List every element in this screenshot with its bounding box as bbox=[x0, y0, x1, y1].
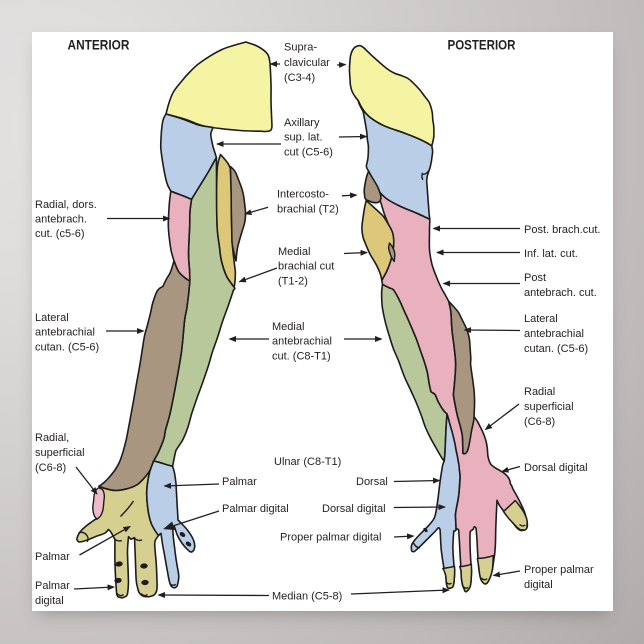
svg-text:antebrach.: antebrach. bbox=[35, 214, 87, 226]
svg-text:cutan. (C5-6): cutan. (C5-6) bbox=[35, 342, 99, 354]
svg-text:cut (C5-6): cut (C5-6) bbox=[284, 147, 333, 159]
svg-text:ANTERIOR: ANTERIOR bbox=[68, 37, 130, 53]
svg-text:Dorsal digital: Dorsal digital bbox=[524, 462, 588, 474]
svg-text:Medial: Medial bbox=[278, 246, 310, 258]
svg-text:Lateral: Lateral bbox=[524, 313, 558, 325]
svg-text:Intercosto-: Intercosto- bbox=[277, 189, 329, 201]
svg-text:Proper palmar digital: Proper palmar digital bbox=[280, 532, 382, 544]
svg-text:Palmar: Palmar bbox=[222, 476, 257, 488]
svg-text:Palmar digital: Palmar digital bbox=[222, 503, 289, 515]
svg-text:Supra-: Supra- bbox=[284, 42, 317, 54]
svg-text:Proper palmar: Proper palmar bbox=[524, 564, 594, 576]
svg-text:(C6-8): (C6-8) bbox=[35, 462, 66, 474]
svg-text:Lateral: Lateral bbox=[35, 312, 69, 324]
svg-text:Post. brach.cut.: Post. brach.cut. bbox=[524, 224, 600, 236]
svg-text:Radial,: Radial, bbox=[35, 432, 69, 444]
svg-text:antebrachial: antebrachial bbox=[35, 327, 95, 339]
svg-text:cutan. (C5-6): cutan. (C5-6) bbox=[524, 343, 588, 355]
svg-text:Medial: Medial bbox=[272, 321, 304, 333]
svg-text:cut. (C8-T1): cut. (C8-T1) bbox=[272, 351, 331, 363]
svg-text:brachial (T2): brachial (T2) bbox=[277, 204, 339, 216]
svg-text:antebrachial: antebrachial bbox=[272, 336, 332, 348]
svg-text:POSTERIOR: POSTERIOR bbox=[448, 37, 516, 53]
svg-text:Inf. lat. cut.: Inf. lat. cut. bbox=[524, 248, 578, 260]
svg-text:Post: Post bbox=[524, 272, 546, 284]
svg-text:Radial: Radial bbox=[524, 386, 555, 398]
svg-text:Dorsal digital: Dorsal digital bbox=[322, 503, 386, 515]
svg-text:clavicular: clavicular bbox=[284, 57, 330, 69]
svg-text:Palmar: Palmar bbox=[35, 580, 70, 592]
svg-text:sup. lat.: sup. lat. bbox=[284, 132, 323, 144]
svg-text:Dorsal: Dorsal bbox=[356, 476, 388, 488]
svg-text:(C6-8): (C6-8) bbox=[524, 416, 555, 428]
svg-text:cut. (c5-6): cut. (c5-6) bbox=[35, 228, 85, 240]
svg-text:(C3-4): (C3-4) bbox=[284, 72, 315, 84]
svg-text:superficial: superficial bbox=[524, 401, 574, 413]
svg-text:Ulnar (C8-T1): Ulnar (C8-T1) bbox=[274, 456, 341, 468]
svg-text:Median (C5-8): Median (C5-8) bbox=[272, 591, 342, 603]
svg-text:Palmar: Palmar bbox=[35, 551, 70, 563]
svg-text:antebrachial: antebrachial bbox=[524, 328, 584, 340]
svg-text:(T1-2): (T1-2) bbox=[278, 276, 308, 288]
svg-text:Axillary: Axillary bbox=[284, 117, 320, 129]
svg-text:antebrach. cut.: antebrach. cut. bbox=[524, 287, 597, 299]
svg-text:superficial: superficial bbox=[35, 447, 85, 459]
svg-text:digital: digital bbox=[524, 579, 553, 591]
svg-text:digital: digital bbox=[35, 595, 64, 607]
svg-text:brachial cut: brachial cut bbox=[278, 261, 334, 273]
svg-text:Radial, dors.: Radial, dors. bbox=[35, 199, 97, 211]
